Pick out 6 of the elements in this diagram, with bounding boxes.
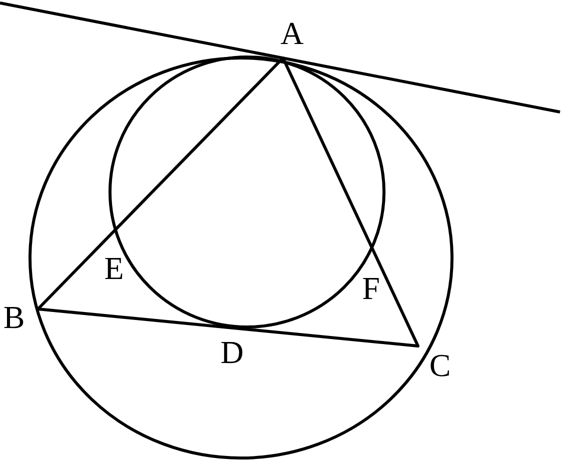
point-label: C — [429, 349, 451, 381]
point-label: A — [280, 17, 304, 49]
point-label: F — [362, 272, 380, 304]
point-label: D — [220, 336, 244, 368]
point-label: B — [3, 301, 25, 333]
point-label: E — [104, 252, 124, 284]
